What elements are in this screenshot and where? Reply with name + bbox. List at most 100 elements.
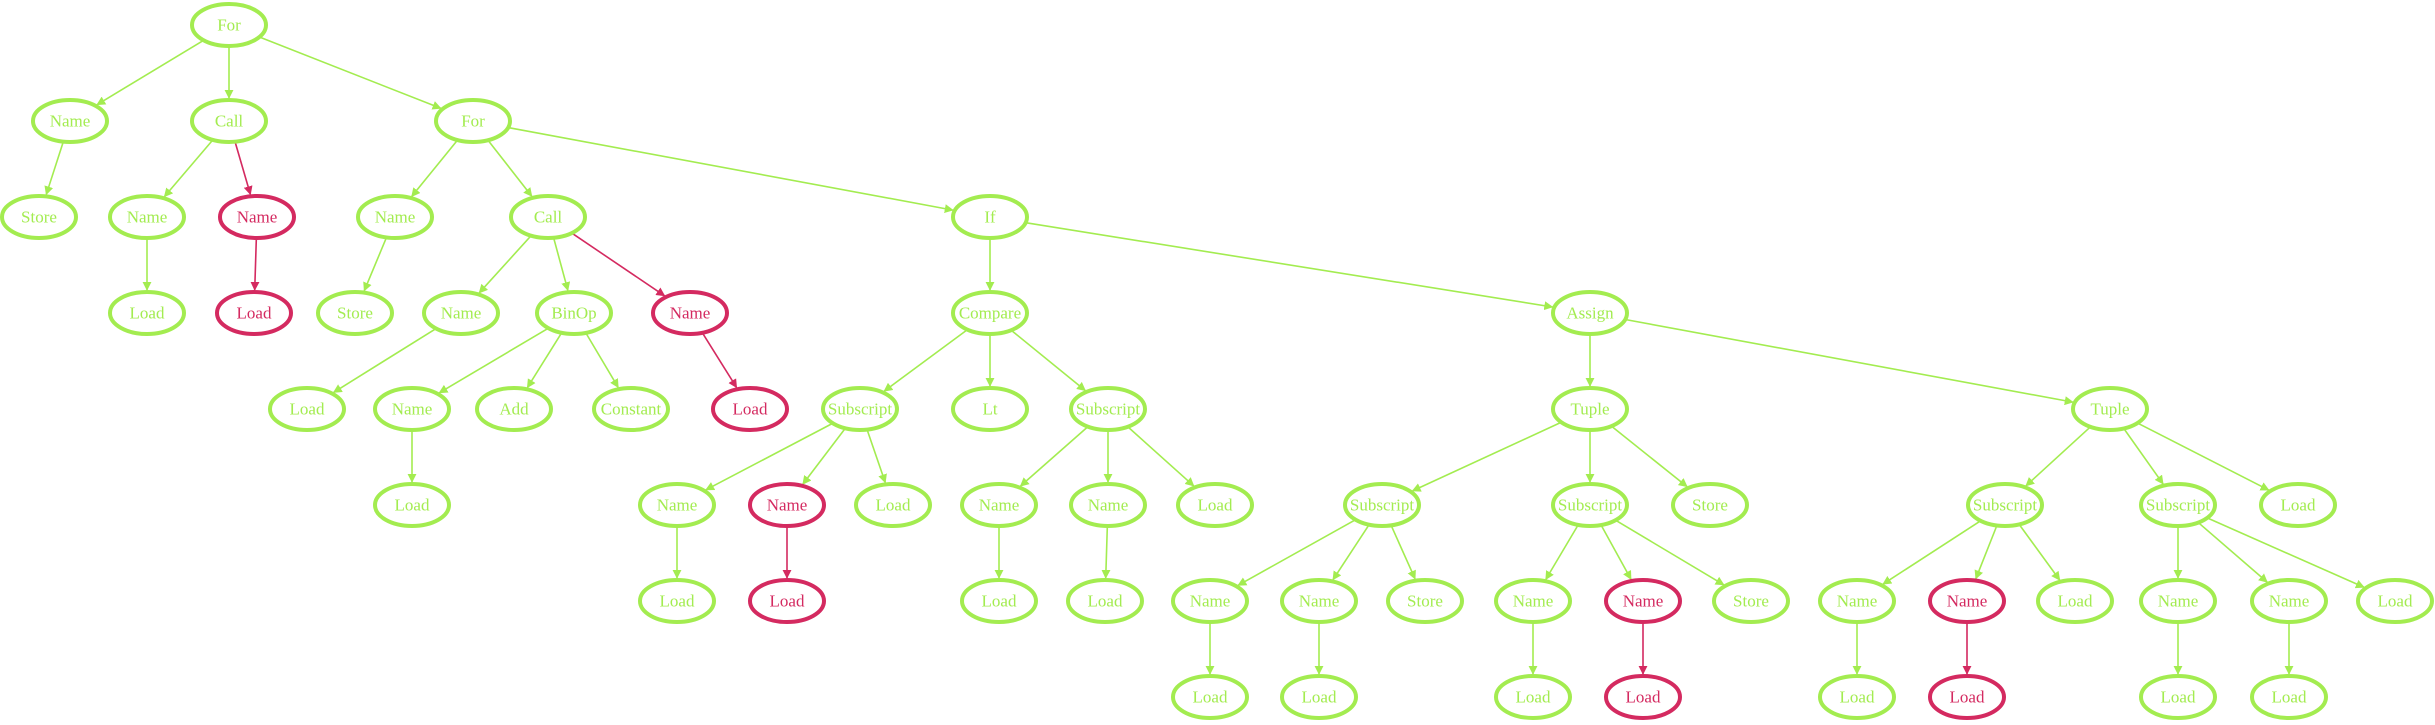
node-label: Subscript (1350, 496, 1415, 515)
node-load: Load (268, 386, 346, 432)
node-subscript: Subscript (2139, 482, 2217, 528)
node-label: Load (2378, 592, 2413, 611)
edge-n11-n19 (571, 232, 666, 297)
node-label: Tuple (2090, 400, 2129, 419)
tree-edges (44, 36, 2365, 675)
node-label: For (461, 112, 485, 131)
edge-n0-n8 (259, 36, 442, 110)
node-ellipse (190, 98, 268, 144)
edge-n51-n64 (2137, 422, 2270, 491)
node-load-highlighted: Load (215, 290, 293, 336)
node-load-highlighted: Load (748, 578, 826, 624)
node-label: Load (770, 592, 805, 611)
node-ellipse (31, 98, 109, 144)
node-name-highlighted: Name (1604, 578, 1682, 624)
node-store: Store (1671, 482, 1749, 528)
node-store: Store (1712, 578, 1790, 624)
node-label: Load (733, 400, 768, 419)
node-for: For (434, 98, 512, 144)
node-label: Name (767, 496, 808, 515)
node-compare: Compare (951, 290, 1029, 336)
node-ellipse (960, 578, 1038, 624)
node-label: Load (2272, 688, 2307, 707)
node-label: Call (215, 112, 244, 131)
node-ellipse (592, 386, 670, 432)
edge-n21-n36 (1025, 221, 1554, 311)
node-ellipse (951, 290, 1029, 336)
node-ellipse (1343, 482, 1421, 528)
node-ellipse (2139, 674, 2217, 720)
edge-n33-n34 (1101, 525, 1111, 579)
node-subscript: Subscript (1551, 482, 1629, 528)
node-ellipse (1280, 578, 1358, 624)
node-ellipse (373, 482, 451, 528)
edge-n52-n55 (1974, 525, 1998, 580)
node-label: Name (1513, 592, 1554, 611)
node-ellipse (509, 194, 587, 240)
node-name: Name (108, 194, 186, 240)
node-label: If (984, 208, 996, 227)
node-ellipse (2071, 386, 2149, 432)
node-name: Name (1171, 578, 1249, 624)
edge-n0-n1 (96, 39, 205, 106)
node-label: Load (660, 592, 695, 611)
node-ellipse (218, 194, 296, 240)
edge-n30-n35 (1127, 426, 1195, 487)
node-label: Load (1193, 688, 1228, 707)
edge-n23-n28 (866, 429, 887, 484)
edge-n8-n21 (508, 126, 954, 214)
node-ellipse (638, 482, 716, 528)
node-ellipse (108, 290, 186, 336)
node-ellipse (356, 194, 434, 240)
node-ellipse (1928, 674, 2006, 720)
node-ellipse (651, 290, 729, 336)
node-ellipse (2356, 578, 2434, 624)
node-ellipse (2139, 482, 2217, 528)
node-subscript: Subscript (1343, 482, 1421, 528)
node-label: Name (1947, 592, 1988, 611)
node-label: Subscript (2146, 496, 2211, 515)
node-load: Load (854, 482, 932, 528)
edge-n14-n17 (526, 332, 563, 389)
node-label: Lt (982, 400, 997, 419)
node-label: Constant (601, 400, 662, 419)
node-name: Name (356, 194, 434, 240)
node-name: Name (2250, 578, 2328, 624)
node-label: Name (375, 208, 416, 227)
node-ellipse (1386, 578, 1464, 624)
node-tuple: Tuple (1551, 386, 1629, 432)
node-name: Name (422, 290, 500, 336)
node-ellipse (1928, 578, 2006, 624)
node-label: Load (2161, 688, 2196, 707)
edge-n37-n38 (1411, 421, 1562, 492)
node-label: Load (1626, 688, 1661, 707)
node-ellipse (2139, 578, 2217, 624)
node-ellipse (1818, 578, 1896, 624)
node-load: Load (1171, 674, 1249, 720)
node-label: Name (1623, 592, 1664, 611)
node-lt: Lt (951, 386, 1029, 432)
node-name-highlighted: Name (748, 482, 826, 528)
node-ellipse (1069, 482, 1147, 528)
node-store: Store (316, 290, 394, 336)
node-load: Load (638, 578, 716, 624)
node-ellipse (1066, 578, 1144, 624)
node-label: Name (1190, 592, 1231, 611)
node-name-highlighted: Name (651, 290, 729, 336)
node-label: Tuple (1570, 400, 1609, 419)
node-label: BinOp (551, 304, 596, 323)
node-ellipse (1818, 674, 1896, 720)
node-label: Name (441, 304, 482, 323)
node-label: Load (1088, 592, 1123, 611)
node-label: Load (1950, 688, 1985, 707)
node-assign: Assign (1551, 290, 1629, 336)
node-name: Name (638, 482, 716, 528)
node-ellipse (190, 2, 268, 48)
node-label: Load (290, 400, 325, 419)
node-binop: BinOp (535, 290, 613, 336)
node-store: Store (0, 194, 78, 240)
node-subscript: Subscript (1966, 482, 2044, 528)
node-ellipse (316, 290, 394, 336)
